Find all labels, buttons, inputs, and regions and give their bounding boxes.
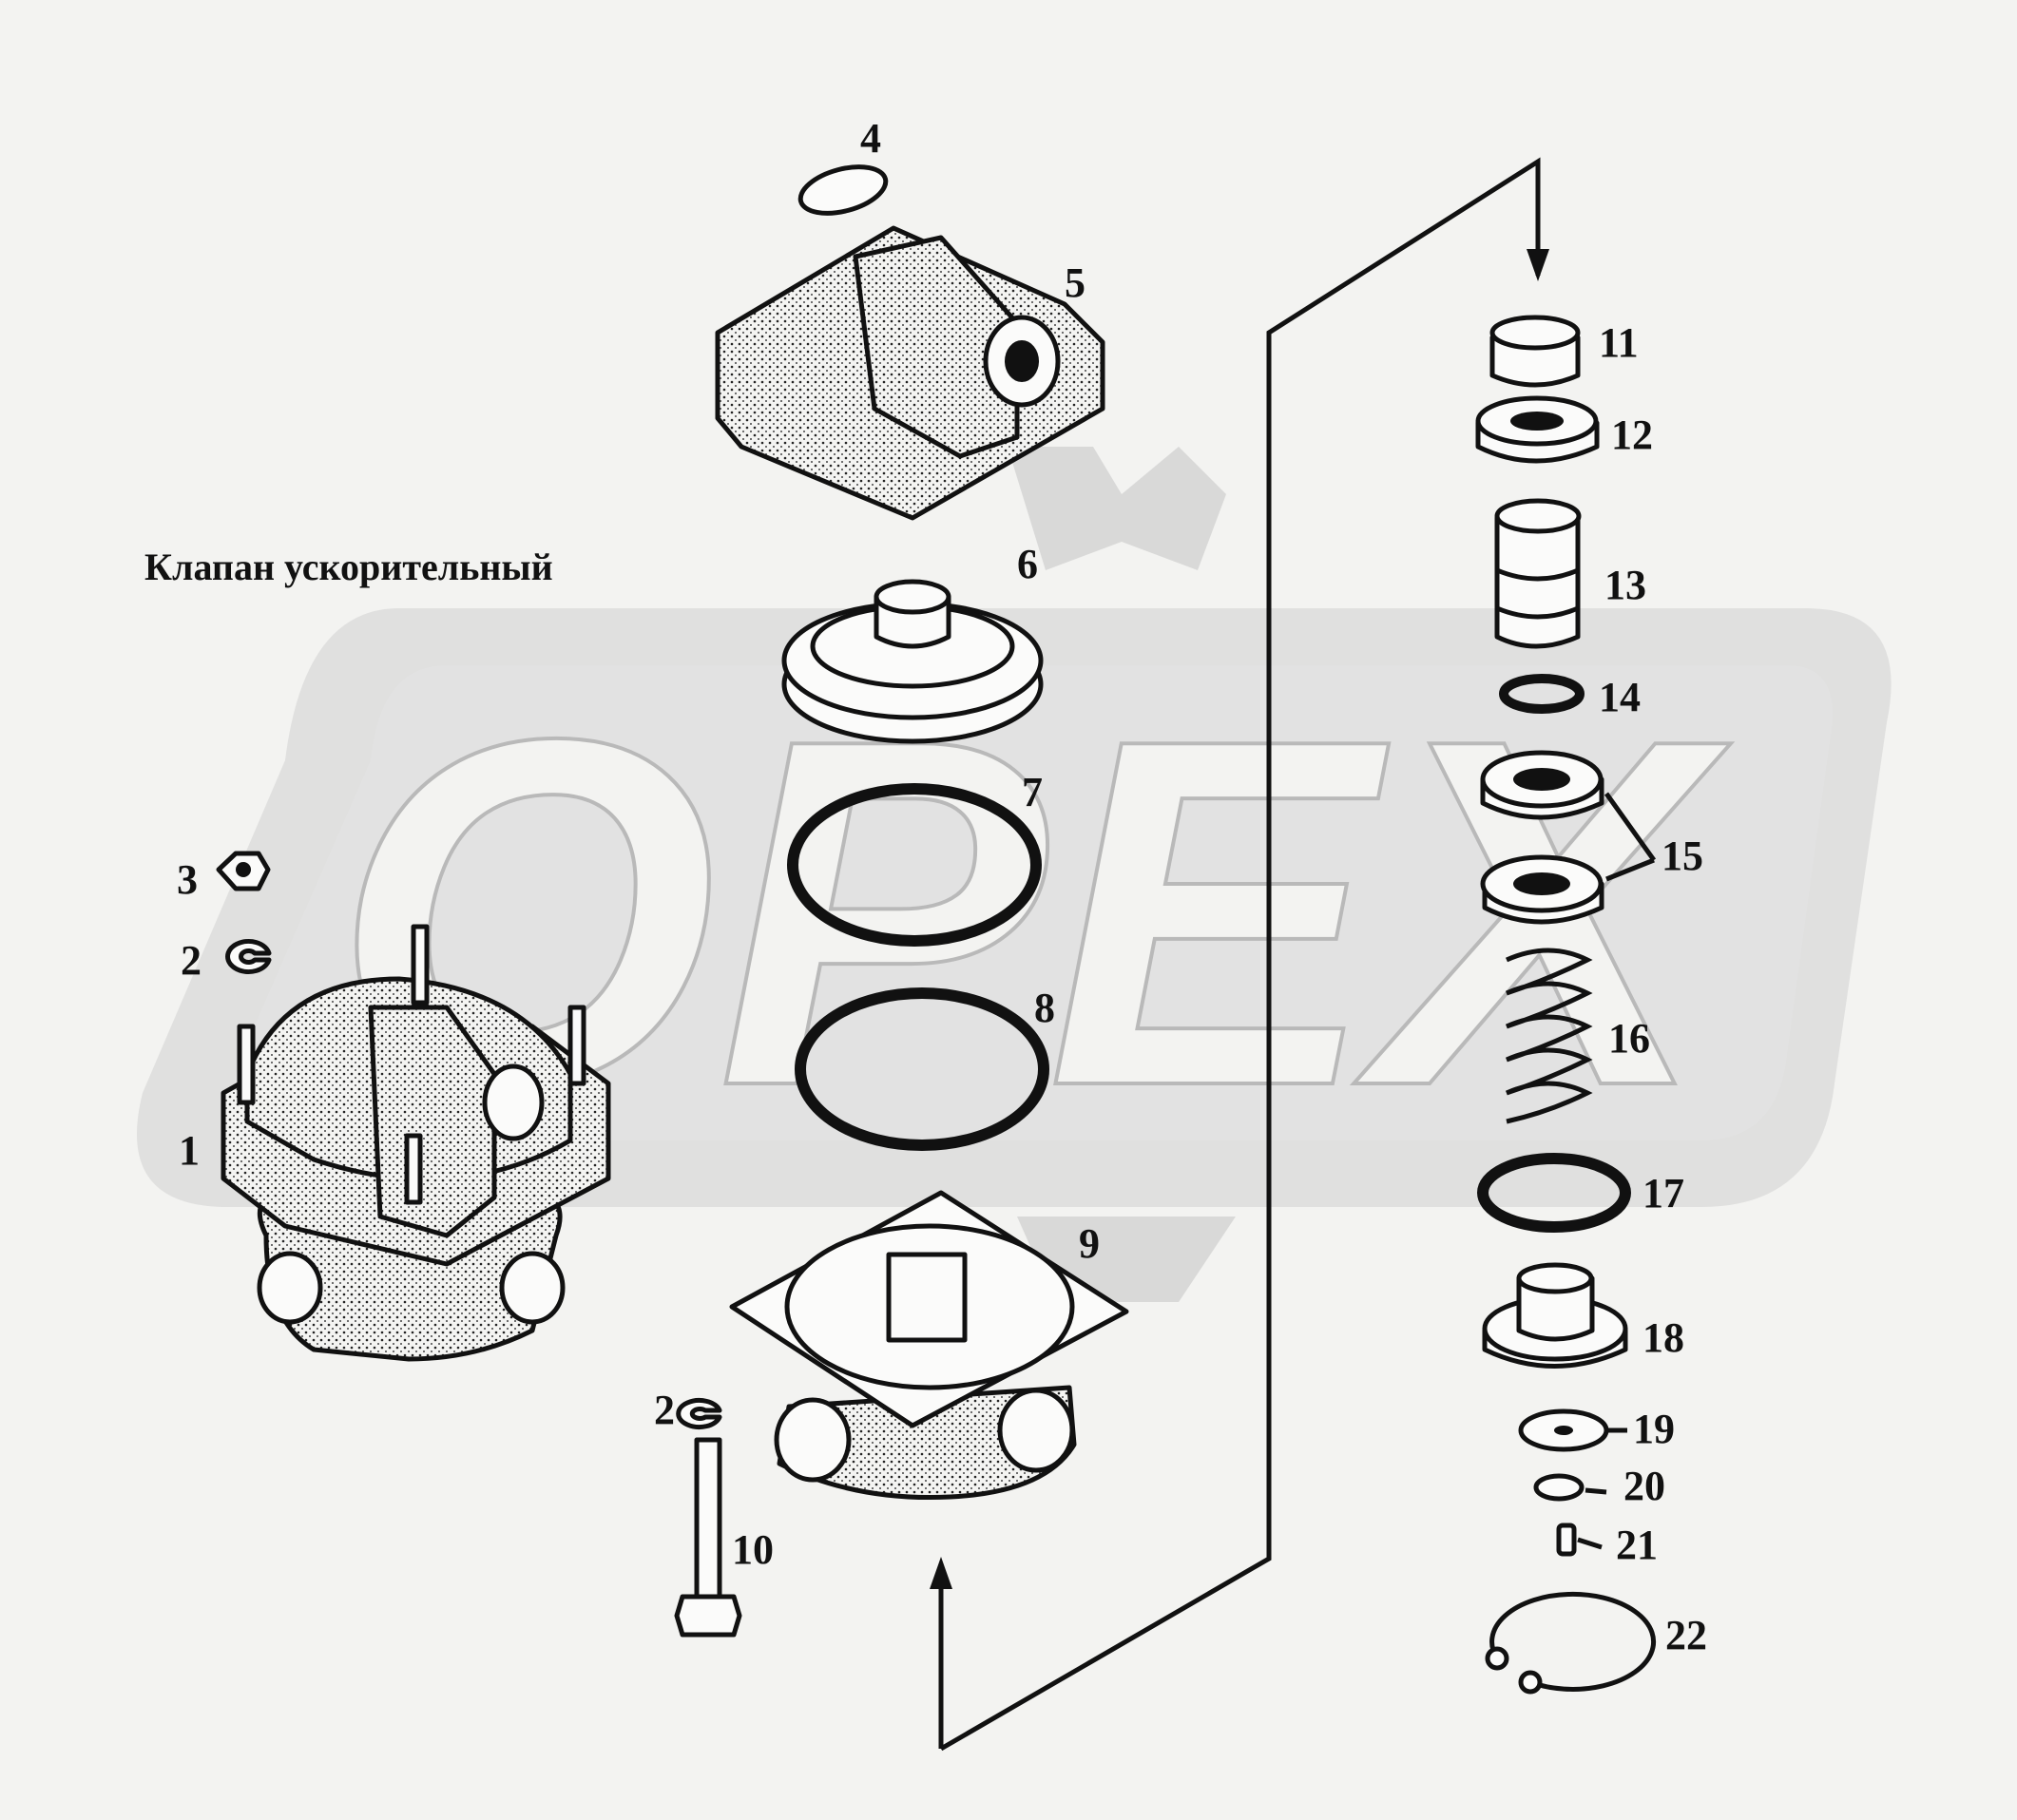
part-2-lock-washer (225, 939, 272, 974)
callout-2-second: 2 (654, 1387, 675, 1433)
callout-21: 21 (1616, 1522, 1658, 1568)
part-15-seals (1480, 750, 1657, 925)
callout-11: 11 (1599, 319, 1639, 366)
part-19-washer (1518, 1408, 1627, 1452)
callout-5: 5 (1065, 259, 1085, 306)
callout-15: 15 (1662, 833, 1703, 879)
part-16-spring (1505, 948, 1593, 1124)
callout-10: 10 (732, 1526, 774, 1573)
part-22-retaining-ring (1489, 1591, 1657, 1692)
part-11-sleeve (1489, 315, 1581, 388)
part-7-seal-ring (787, 783, 1042, 947)
callout-19: 19 (1633, 1406, 1675, 1452)
part-8-seal-ring (795, 987, 1049, 1151)
part-1-assembled-valve (221, 924, 611, 1362)
part-17-seal-ring (1477, 1153, 1631, 1233)
part-4-oring (797, 164, 889, 216)
arrowhead-down (1527, 249, 1549, 281)
retaining-ring-eye-left (1485, 1646, 1509, 1671)
callout-18: 18 (1642, 1314, 1684, 1361)
part-5-upper-cover (715, 225, 1105, 521)
callout-6: 6 (1017, 541, 1038, 587)
diagram-title: Клапан ускорительный (144, 546, 553, 588)
callout-14: 14 (1599, 674, 1641, 720)
retaining-ring-eye-right (1518, 1670, 1543, 1695)
callout-20: 20 (1623, 1463, 1665, 1509)
part-6-piston (781, 579, 1044, 744)
part-9-lower-housing (729, 1190, 1129, 1501)
callout-12: 12 (1611, 412, 1653, 458)
part-18-valve (1482, 1262, 1628, 1369)
callout-7: 7 (1022, 769, 1043, 815)
part-21-screw (1556, 1523, 1603, 1557)
arrowhead-up (930, 1557, 952, 1589)
part-2-lock-washer-second (676, 1398, 722, 1429)
callout-17: 17 (1642, 1170, 1684, 1217)
callout-13: 13 (1604, 562, 1646, 608)
part-12-washer (1475, 395, 1600, 464)
callout-8: 8 (1034, 985, 1055, 1031)
part-13-valve-body (1494, 498, 1582, 649)
part-10-bolt (674, 1437, 742, 1638)
callout-numbers: 1 2 3 4 5 6 7 8 9 10 11 12 13 14 15 16 1… (177, 115, 1707, 1658)
callout-3: 3 (177, 856, 198, 903)
assembly-connector-line (938, 157, 1541, 1752)
part-14-oring (1499, 674, 1585, 714)
callout-4: 4 (860, 115, 881, 162)
callout-16: 16 (1608, 1015, 1650, 1062)
callout-1: 1 (179, 1127, 200, 1174)
part-3-nut (216, 851, 271, 891)
part-20-washer (1533, 1473, 1607, 1502)
callout-22: 22 (1665, 1612, 1707, 1658)
callout-2: 2 (181, 937, 202, 984)
callout-9: 9 (1079, 1220, 1100, 1267)
